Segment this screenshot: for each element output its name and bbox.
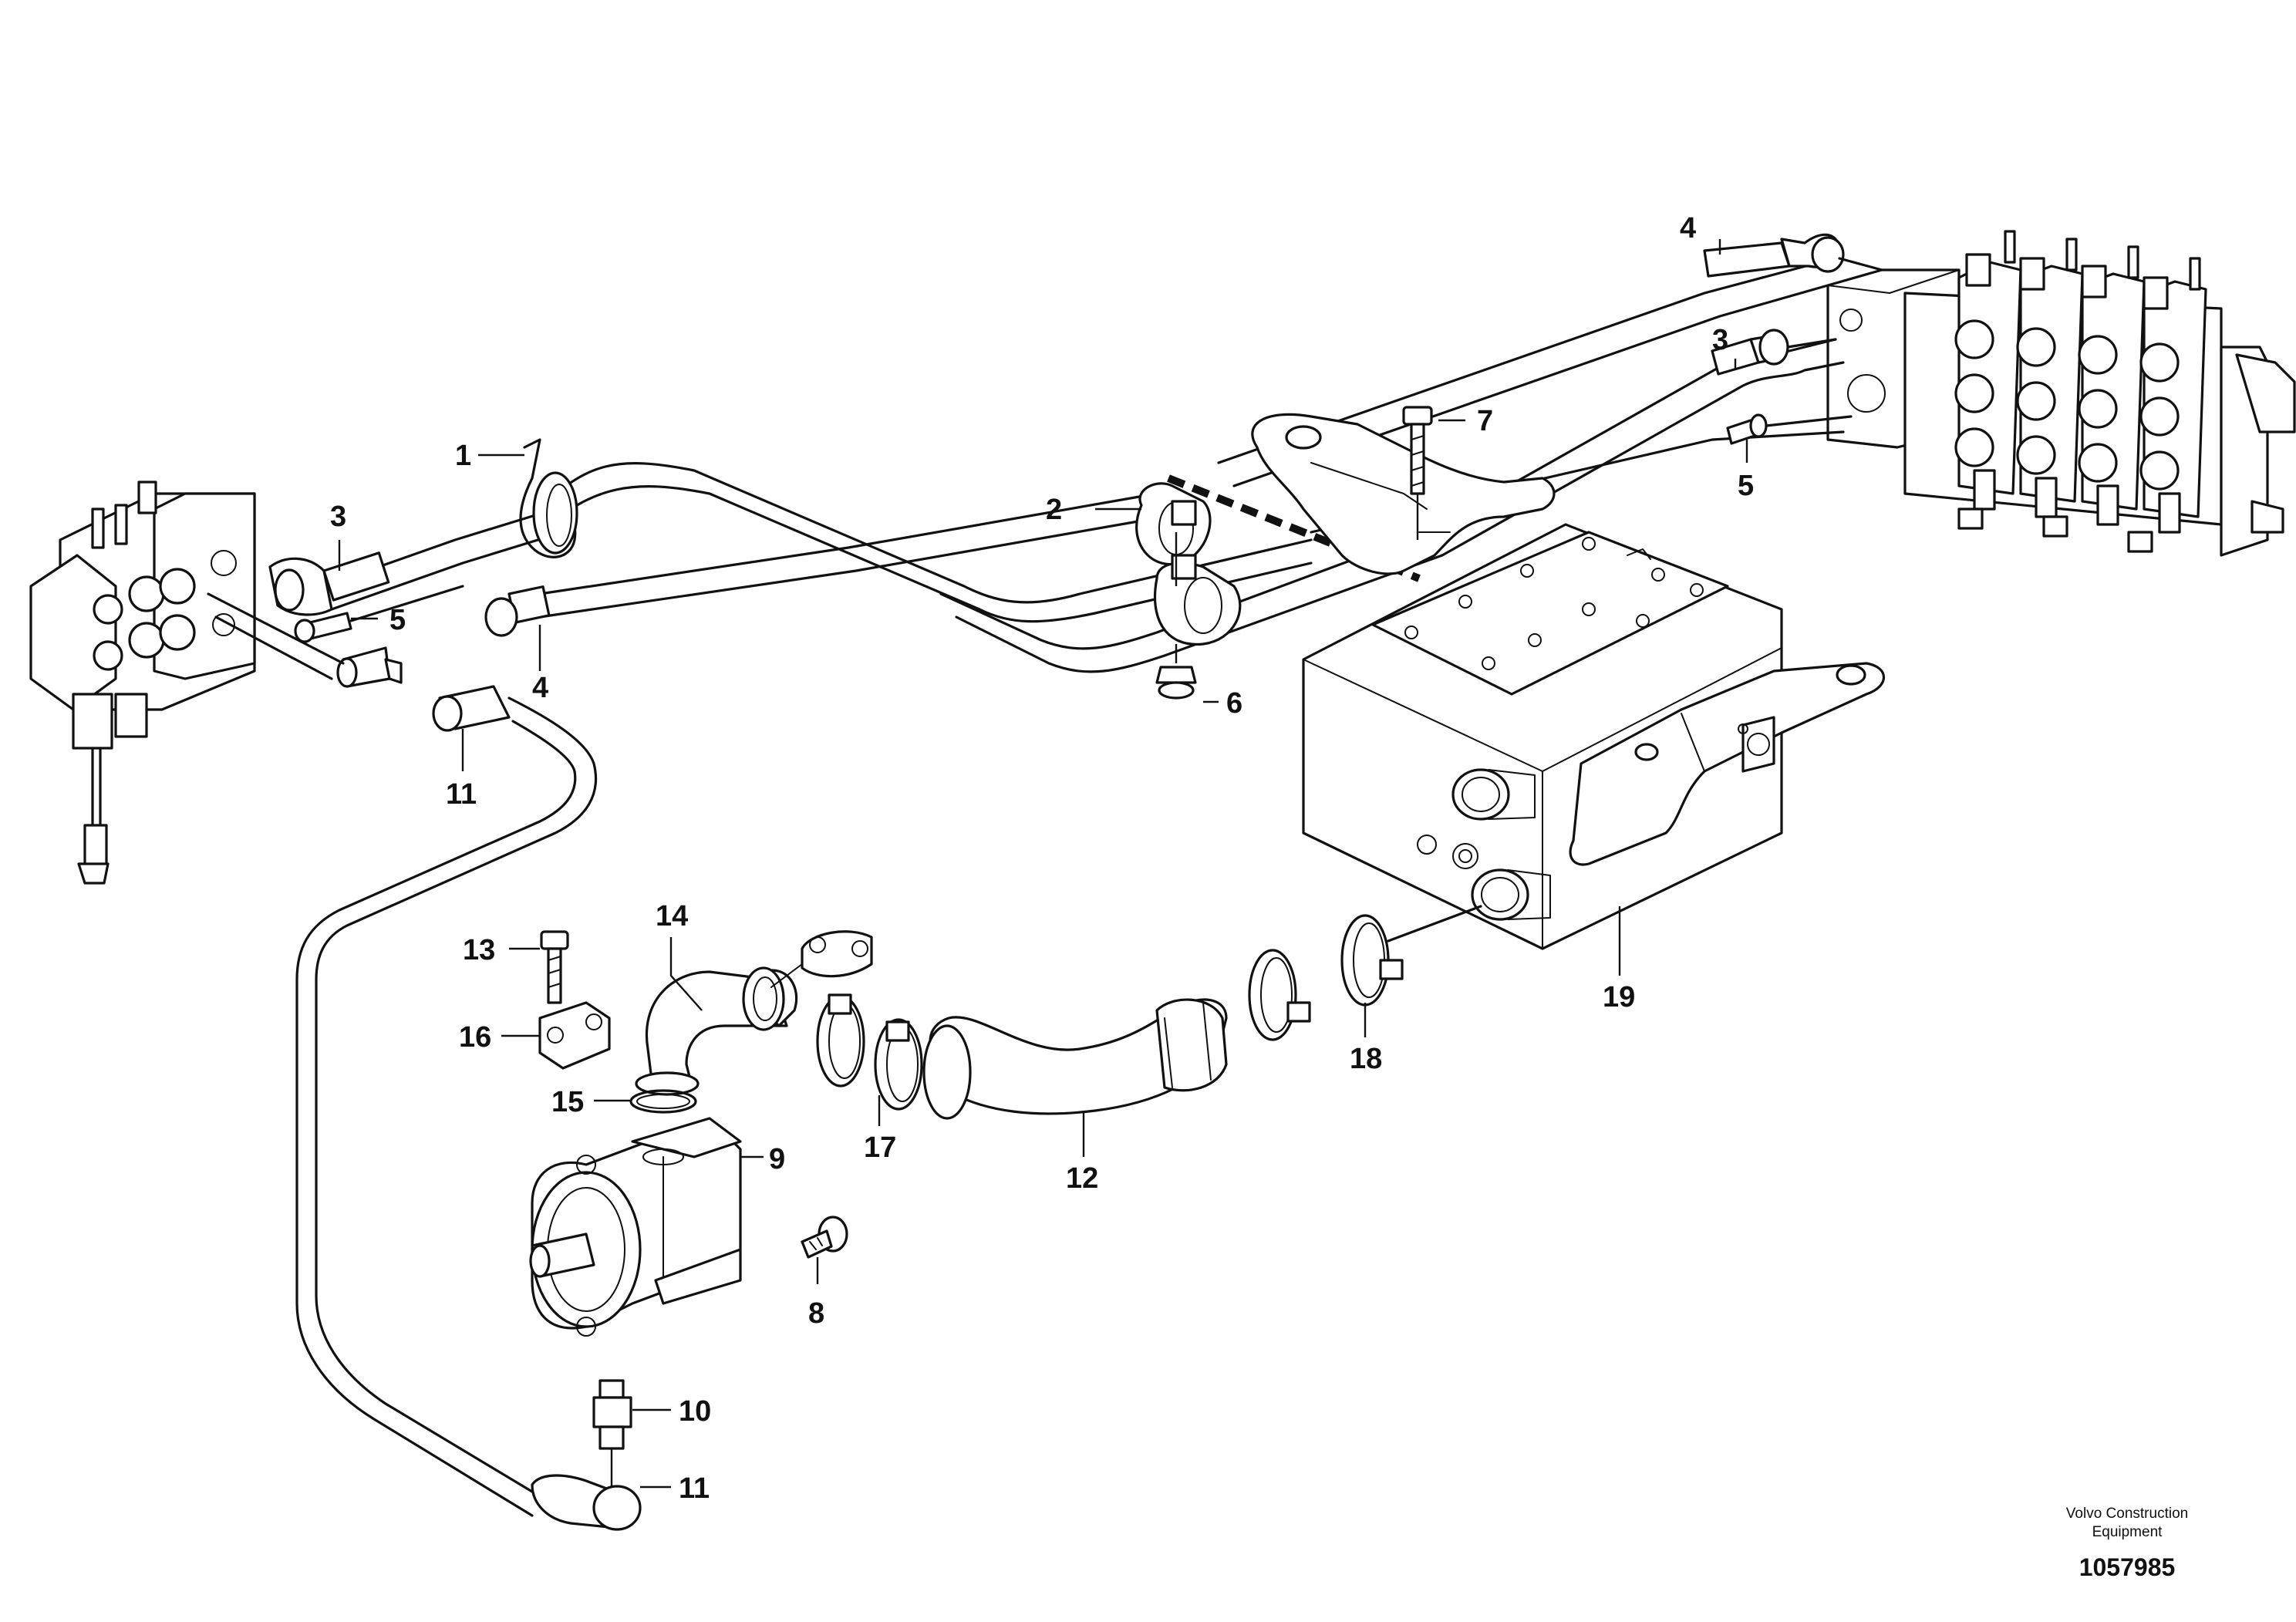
footer: Volvo Construction Equipment 1057985 [2066, 1506, 2188, 1581]
main-control-valve-bank [1826, 230, 2296, 557]
callout-15: 15 [551, 1086, 584, 1118]
brand-line-2: Equipment [2092, 1524, 2163, 1540]
callout-2: 2 [1046, 494, 1062, 526]
callout-10: 10 [679, 1395, 711, 1428]
callout-1: 1 [455, 440, 471, 472]
callout-18: 18 [1350, 1043, 1382, 1075]
callout-5-left: 5 [389, 604, 406, 636]
callout-16: 16 [459, 1021, 491, 1054]
suction-hose-assembly [816, 905, 1482, 1120]
callout-11-upper: 11 [446, 778, 477, 811]
pump-elbow-assembly [538, 930, 873, 1114]
brand-line-1: Volvo Construction [2066, 1506, 2188, 1522]
bolt-8 [801, 1216, 848, 1259]
hydraulic-pump [529, 1117, 742, 1337]
figure-number: 1057985 [2079, 1553, 2176, 1581]
callout-5-right: 5 [1738, 470, 1754, 502]
callout-3-right: 3 [1712, 324, 1728, 356]
callout-19: 19 [1603, 981, 1635, 1013]
callout-12: 12 [1066, 1162, 1098, 1195]
pump-fittings [531, 1379, 642, 1531]
callout-17: 17 [864, 1131, 896, 1164]
callout-9: 9 [769, 1143, 785, 1175]
callout-3-left: 3 [330, 501, 346, 533]
callout-13: 13 [463, 934, 495, 966]
callout-11-lower: 11 [679, 1472, 710, 1505]
left-control-valve [29, 481, 256, 885]
callout-14: 14 [656, 900, 688, 932]
callout-labels: 1 2 3 3 4 4 5 5 6 7 8 9 10 11 11 12 13 1… [330, 212, 1754, 1505]
callout-8: 8 [808, 1297, 824, 1330]
callout-6: 6 [1226, 687, 1242, 720]
tank-assembly [1251, 413, 1886, 950]
callout-4-right: 4 [1680, 212, 1696, 244]
callout-4-left: 4 [532, 672, 548, 704]
callout-7: 7 [1477, 405, 1493, 437]
bolt-7 [1402, 406, 1433, 540]
leader-lines [338, 239, 1748, 1489]
